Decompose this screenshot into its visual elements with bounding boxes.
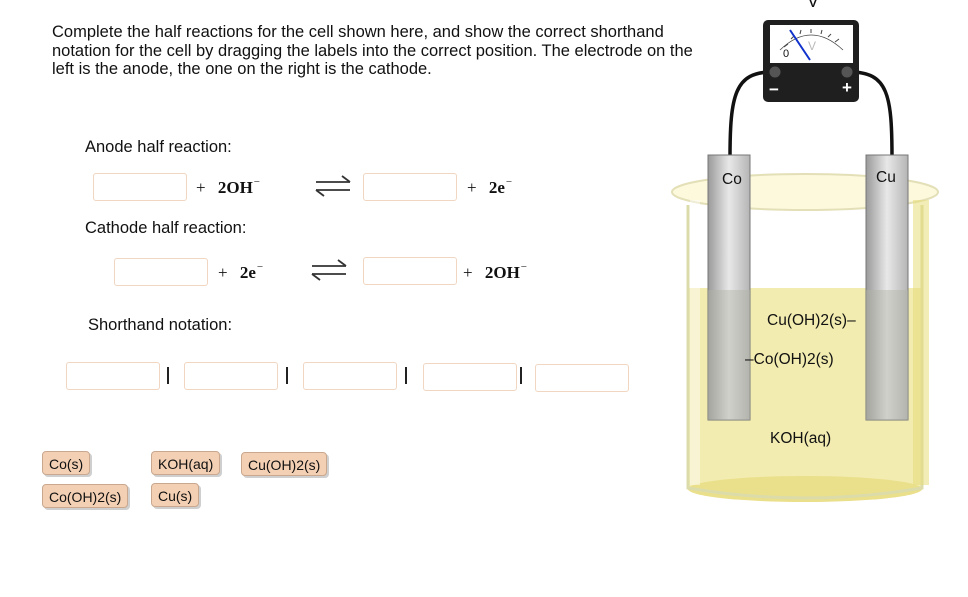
meter-zero-label: 0 — [783, 48, 790, 60]
electrochemical-cell-diagram — [671, 20, 939, 502]
anode-drop-target-2[interactable] — [363, 173, 457, 201]
phase-boundary-line — [286, 367, 288, 384]
label-tile-co-oh-2-s[interactable]: Co(OH)2(s) — [42, 484, 129, 508]
instructions: Complete the half reactions for the cell… — [52, 23, 693, 78]
positive-terminal-icon — [840, 65, 854, 79]
anode-drop-target-1[interactable] — [93, 173, 187, 201]
label-tile-koh-aq[interactable]: KOH(aq) — [151, 451, 221, 475]
cathode-drop-target-1[interactable] — [114, 258, 208, 286]
label-tile-cu-oh-2-s[interactable]: Cu(OH)2(s) — [241, 452, 328, 476]
right-electrode-label: Cu — [876, 169, 896, 186]
minus-sign: − — [769, 80, 779, 99]
meter-v-label: V — [808, 39, 817, 53]
plus-sign: + — [842, 78, 852, 97]
phase-boundary-line — [167, 367, 169, 384]
cathode-drop-target-2[interactable] — [363, 257, 457, 285]
anode-coating-label: –Co(OH)2(s) — [745, 351, 834, 368]
equilibrium-arrow-icon — [311, 259, 347, 281]
equilibrium-arrow-icon — [315, 175, 351, 197]
shorthand-drop-target-1[interactable] — [66, 362, 160, 390]
shorthand-label: Shorthand notation: — [88, 316, 233, 334]
label-tile-co-s[interactable]: Co(s) — [42, 451, 91, 475]
left-electrode-label: Co — [722, 171, 742, 188]
cathode-coating-label: Cu(OH)2(s)– — [767, 312, 856, 329]
shorthand-drop-target-4[interactable] — [423, 363, 517, 391]
negative-terminal-icon — [768, 65, 782, 79]
label-tile-cu-s[interactable]: Cu(s) — [151, 483, 200, 507]
phase-boundary-line — [520, 367, 522, 384]
shorthand-drop-target-2[interactable] — [184, 362, 278, 390]
cathode-term-2e: + 2e− — [218, 261, 264, 282]
anode-label: Anode half reaction: — [85, 138, 232, 156]
shorthand-drop-target-5[interactable] — [535, 364, 629, 392]
cathode-electrode — [865, 154, 909, 421]
shorthand-drop-target-3[interactable] — [303, 362, 397, 390]
voltmeter-label: V — [807, 0, 820, 11]
anode-term-2e: + 2e− — [467, 176, 513, 197]
phase-boundary-line — [405, 367, 407, 384]
anode-electrode — [707, 154, 751, 421]
anode-term-2oh: + 2OH− — [196, 176, 261, 197]
cathode-label: Cathode half reaction: — [85, 219, 247, 237]
cathode-term-2oh: + 2OH− — [463, 261, 528, 282]
electrolyte-label: KOH(aq) — [770, 430, 832, 447]
